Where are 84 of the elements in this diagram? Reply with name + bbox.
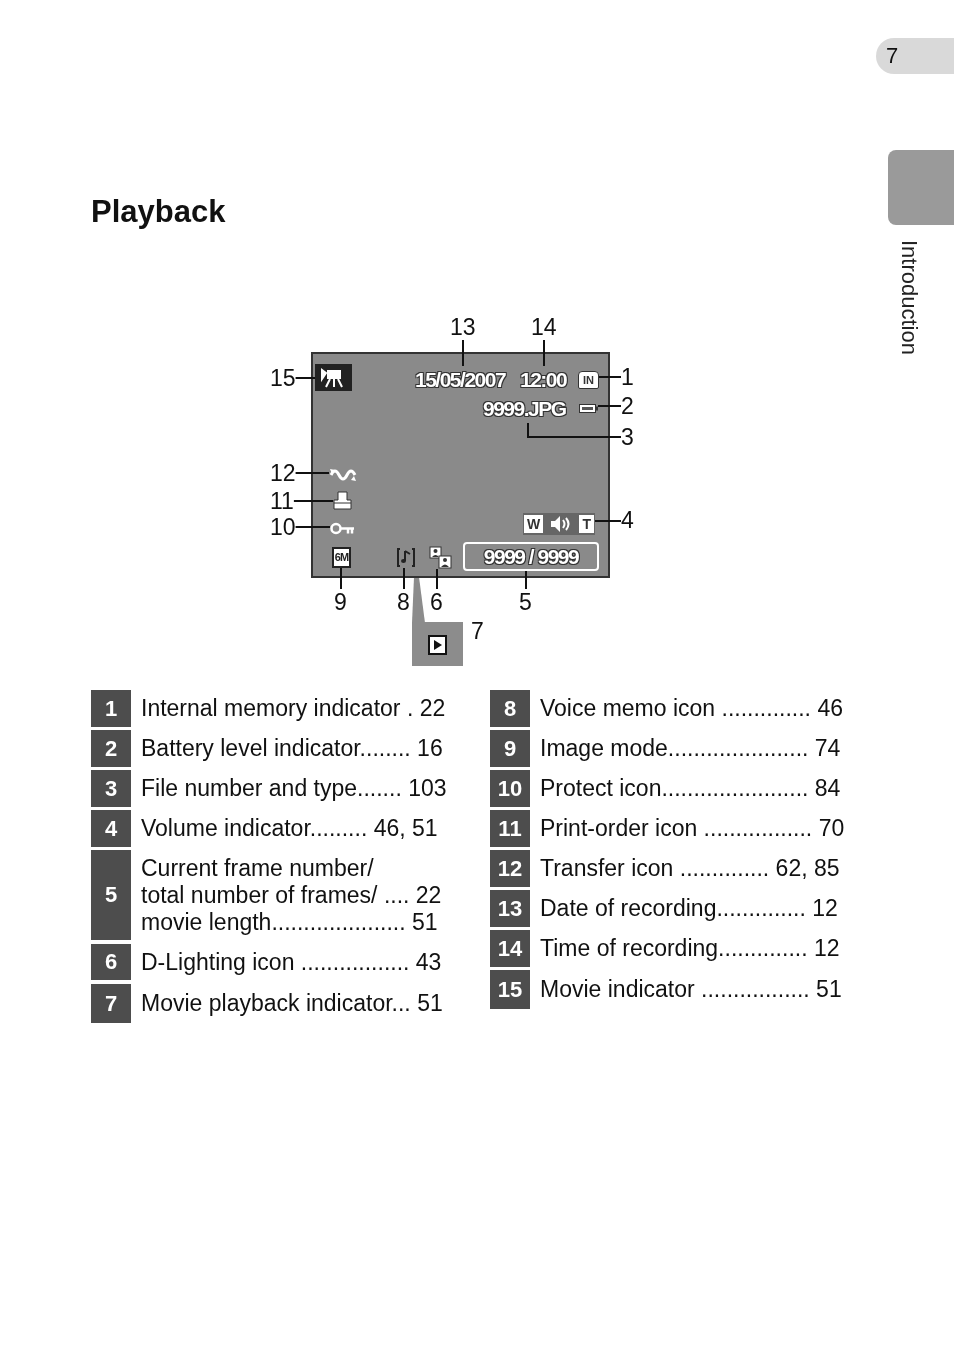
zoom-t-label: T <box>579 515 594 533</box>
image-mode-indicator: 6M <box>332 547 351 568</box>
leader-line <box>525 570 527 590</box>
memory-indicator: IN <box>578 371 599 389</box>
callout-number: 14 <box>531 314 557 340</box>
wave-arrow-icon <box>329 467 357 483</box>
date-text: 15/05/2007 <box>415 366 514 394</box>
battery-icon <box>579 404 598 413</box>
section-tab <box>888 150 954 225</box>
callout-number: 5 <box>519 589 532 615</box>
row-number: 14 <box>490 930 530 967</box>
row-number: 11 <box>490 810 530 847</box>
leader-line <box>340 567 342 590</box>
row-number: 6 <box>91 944 131 980</box>
callout-number: 3 <box>621 424 634 450</box>
index-entry: Movie indicator ................. 51 <box>540 976 842 1003</box>
row-number: 15 <box>490 970 530 1009</box>
leader-line <box>294 377 316 379</box>
music-note-icon <box>396 547 416 568</box>
play-icon <box>428 635 447 655</box>
leader-line <box>294 472 330 474</box>
index-entry: File number and type....... 103 <box>141 775 447 802</box>
row-number: 10 <box>490 770 530 807</box>
callout-number: 8 <box>397 589 410 615</box>
callout-number: 4 <box>621 507 634 533</box>
callout-number: 6 <box>430 589 443 615</box>
row-number: 1 <box>91 690 131 727</box>
row-number: 9 <box>490 730 530 767</box>
key-icon <box>330 522 355 535</box>
file-name-text: 9999.JPG <box>483 395 572 423</box>
callout-number: 2 <box>621 393 634 419</box>
index-entry: Battery level indicator........ 16 <box>141 735 443 762</box>
page-title: Playback <box>91 194 226 230</box>
row-number: 12 <box>490 850 530 887</box>
leader-line <box>594 520 622 522</box>
callout-number: 11 <box>270 488 294 514</box>
index-entry: Volume indicator......... 46, 51 <box>141 815 438 842</box>
page-number: 7 <box>876 38 954 74</box>
volume-indicator <box>523 513 595 535</box>
lcd-screen <box>311 352 610 578</box>
portrait-icon <box>429 546 452 569</box>
leader-line <box>543 339 545 367</box>
zoom-w-label: W <box>524 515 544 533</box>
callout-number: 13 <box>450 314 476 340</box>
time-text: 12:00 <box>520 366 574 394</box>
leader-line <box>294 526 331 528</box>
row-number: 7 <box>91 984 131 1023</box>
movie-camera-icon <box>315 364 352 391</box>
index-entry: D-Lighting icon ................. 43 <box>141 948 442 976</box>
row-number: 13 <box>490 890 530 927</box>
index-entry: Time of recording.............. 12 <box>540 935 840 962</box>
callout-number: 15 <box>270 365 296 391</box>
row-number: 8 <box>490 690 530 727</box>
index-entry: Image mode...................... 74 <box>540 735 841 762</box>
leader-line <box>462 339 464 367</box>
frame-counter: 9999 / 9999 <box>463 542 599 571</box>
callout-number: 7 <box>471 618 484 644</box>
index-entry: Internal memory indicator . 22 <box>141 695 446 722</box>
playback-tab <box>412 622 463 666</box>
row-number: 4 <box>91 810 131 847</box>
callout-number: 10 <box>270 514 296 540</box>
leader-line <box>403 567 405 590</box>
row-number: 3 <box>91 770 131 807</box>
index-entry: Date of recording.............. 12 <box>540 895 838 922</box>
index-entry: Voice memo icon .............. 46 <box>540 695 843 722</box>
index-entry: Print-order icon ................. 70 <box>540 815 845 842</box>
leader-line <box>597 405 622 407</box>
callout-number: 9 <box>334 589 347 615</box>
index-entry: Current frame number/ <box>141 854 374 882</box>
leader-line <box>598 376 622 378</box>
leader-line <box>292 500 334 502</box>
callout-number: 1 <box>621 364 634 390</box>
row-number: 2 <box>91 730 131 767</box>
index-entry: Movie playback indicator... 51 <box>141 990 443 1017</box>
section-label: Introduction <box>896 240 922 355</box>
row-number: 5 <box>91 850 131 940</box>
index-entry: movie length..................... 51 <box>141 908 438 936</box>
index-entry: Protect icon....................... 84 <box>540 775 841 802</box>
leader-line <box>527 422 622 438</box>
leader-line <box>436 568 438 590</box>
printer-icon <box>333 491 352 510</box>
callout-number: 12 <box>270 460 296 486</box>
index-entry: Transfer icon .............. 62, 85 <box>540 855 840 882</box>
index-entry: total number of frames/ .... 22 <box>141 881 442 909</box>
